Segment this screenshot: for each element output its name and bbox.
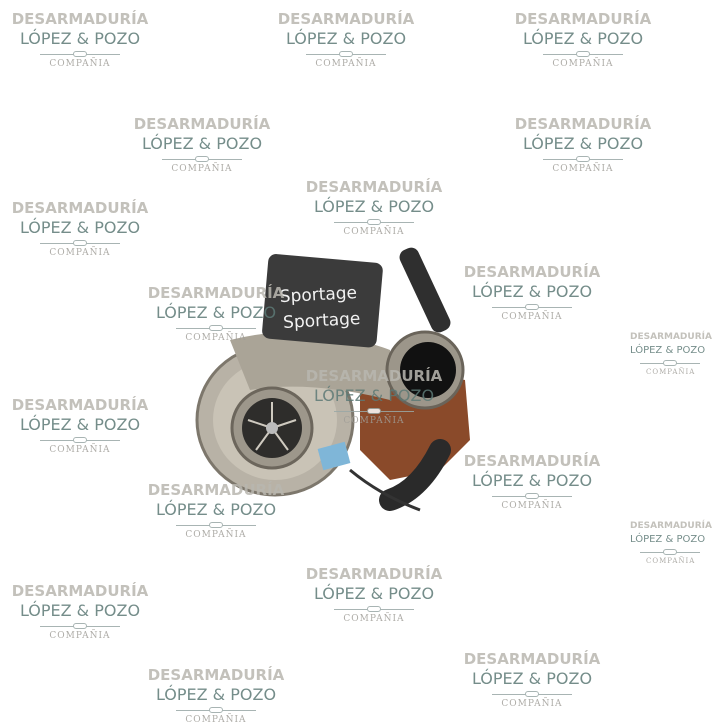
wrench-divider-icon: [306, 51, 386, 57]
wrench-divider-icon: [543, 156, 623, 162]
watermark-line2: LÓPEZ & POZO: [471, 471, 593, 490]
watermark-line1: DESARMADURÍA: [133, 115, 271, 133]
watermark-line1: DESARMADURÍA: [11, 10, 149, 28]
watermark-line2: LÓPEZ & POZO: [522, 29, 644, 48]
watermark-line1: DESARMADURÍA: [463, 650, 601, 668]
watermark-line2: LÓPEZ & POZO: [522, 134, 644, 153]
turbocharger-photo: Sportage Sportage: [195, 247, 470, 512]
watermark-line2: LÓPEZ & POZO: [471, 669, 593, 688]
watermark-line3: COMPAÑIA: [343, 227, 405, 237]
watermark-line3: COMPAÑIA: [501, 699, 563, 709]
watermark-line2: LÓPEZ & POZO: [313, 197, 435, 216]
watermark-line2: LÓPEZ & POZO: [471, 282, 593, 301]
watermark-line2: LÓPEZ & POZO: [155, 500, 277, 519]
wrench-divider-icon: [176, 325, 256, 331]
watermark-line1: DESARMADURÍA: [11, 199, 149, 217]
wrench-divider-icon: [40, 623, 120, 629]
watermark-line3: COMPAÑIA: [49, 248, 111, 258]
watermark: DESARMADURÍA LÓPEZ & POZO COMPAÑIA: [630, 522, 719, 565]
watermark-line1: DESARMADURÍA: [305, 565, 443, 583]
watermark-line1: DESARMADURÍA: [277, 10, 415, 28]
wrench-divider-icon: [40, 51, 120, 57]
watermark-line3: COMPAÑIA: [552, 59, 614, 69]
watermark-line2: LÓPEZ & POZO: [313, 584, 435, 603]
watermark-line3: COMPAÑIA: [185, 333, 247, 343]
watermark-line2: LÓPEZ & POZO: [19, 415, 141, 434]
watermark-line1: DESARMADURÍA: [514, 115, 652, 133]
wrench-divider-icon: [162, 156, 242, 162]
wrench-divider-icon: [492, 304, 572, 310]
wrench-divider-icon: [40, 437, 120, 443]
wrench-divider-icon: [40, 240, 120, 246]
wrench-divider-icon: [176, 522, 256, 528]
watermark-line2: LÓPEZ & POZO: [630, 534, 706, 545]
watermark-line3: COMPAÑIA: [343, 416, 405, 426]
watermark-line2: LÓPEZ & POZO: [285, 29, 407, 48]
watermark: DESARMADURÍA LÓPEZ & POZO COMPAÑIA: [630, 333, 719, 376]
watermark-line3: COMPAÑIA: [501, 501, 563, 511]
watermark-line3: COMPAÑIA: [552, 164, 614, 174]
watermark-line3: COMPAÑIA: [49, 631, 111, 641]
wrench-divider-icon: [640, 549, 700, 555]
watermark-line2: LÓPEZ & POZO: [19, 601, 141, 620]
watermark-line2: LÓPEZ & POZO: [19, 29, 141, 48]
wrench-divider-icon: [334, 606, 414, 612]
handwriting-1: Sportage: [279, 283, 357, 307]
watermark-line3: COMPAÑIA: [185, 530, 247, 540]
watermark-line3: COMPAÑIA: [171, 164, 233, 174]
watermark-line3: COMPAÑIA: [343, 614, 405, 624]
watermark-line1: DESARMADURÍA: [630, 332, 712, 342]
wrench-divider-icon: [640, 360, 700, 366]
watermark-line3: COMPAÑIA: [646, 557, 696, 565]
wrench-divider-icon: [492, 493, 572, 499]
watermark-line3: COMPAÑIA: [49, 59, 111, 69]
watermark-line2: LÓPEZ & POZO: [155, 685, 277, 704]
watermark-line3: COMPAÑIA: [49, 445, 111, 455]
watermark-line2: LÓPEZ & POZO: [155, 303, 277, 322]
wrench-divider-icon: [334, 408, 414, 414]
watermark-line3: COMPAÑIA: [646, 368, 696, 376]
wrench-divider-icon: [334, 219, 414, 225]
wrench-divider-icon: [492, 691, 572, 697]
watermark-line3: COMPAÑIA: [315, 59, 377, 69]
watermark-line1: DESARMADURÍA: [463, 263, 601, 281]
watermark-line1: DESARMADURÍA: [147, 666, 285, 684]
watermark-line1: DESARMADURÍA: [305, 178, 443, 196]
watermark-line2: LÓPEZ & POZO: [630, 345, 706, 356]
watermark-line1: DESARMADURÍA: [11, 582, 149, 600]
watermark-line1: DESARMADURÍA: [11, 396, 149, 414]
watermark-line2: LÓPEZ & POZO: [19, 218, 141, 237]
watermark-line1: DESARMADURÍA: [630, 521, 712, 531]
watermark-line3: COMPAÑIA: [185, 715, 247, 725]
watermark-line1: DESARMADURÍA: [463, 452, 601, 470]
handwriting-2: Sportage: [283, 309, 361, 333]
watermark-line1: DESARMADURÍA: [147, 284, 285, 302]
wrench-divider-icon: [543, 51, 623, 57]
watermark-line2: LÓPEZ & POZO: [141, 134, 263, 153]
wrench-divider-icon: [176, 707, 256, 713]
watermark-line1: DESARMADURÍA: [147, 481, 285, 499]
watermark-line1: DESARMADURÍA: [514, 10, 652, 28]
watermark-line1: DESARMADURÍA: [305, 367, 443, 385]
watermark-line3: COMPAÑIA: [501, 312, 563, 322]
watermark-line2: LÓPEZ & POZO: [313, 386, 435, 405]
